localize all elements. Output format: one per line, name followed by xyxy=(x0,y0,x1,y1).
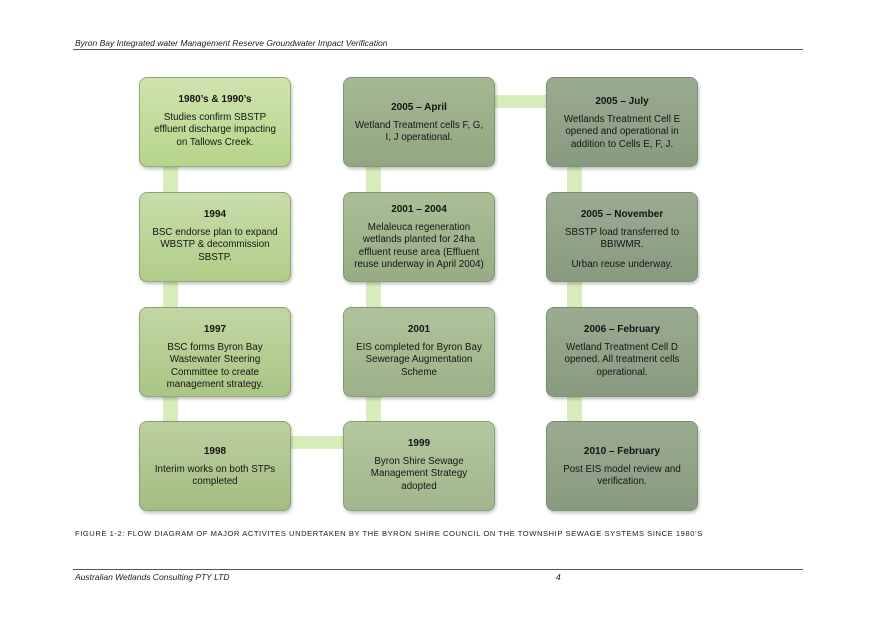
figure-caption: FIGURE 1-2: FLOW DIAGRAM OF MAJOR ACTIVI… xyxy=(75,529,703,538)
box-title: 2005 – July xyxy=(595,96,649,107)
timeline-box-1980s-1990s: 1980’s & 1990’s Studies confirm SBSTP ef… xyxy=(139,77,291,167)
box-text: Studies confirm SBSTP effluent discharge… xyxy=(154,111,276,148)
box-title: 1997 xyxy=(203,324,227,335)
timeline-box-1997: 1997 BSC forms Byron Bay Wastewater Stee… xyxy=(139,307,291,397)
header-rule xyxy=(73,49,803,50)
box-text: Byron Shire Sewage Management Strategy a… xyxy=(370,455,468,492)
box-text: Wetlands Treatment Cell E opened and ope… xyxy=(563,113,681,150)
timeline-box-1994: 1994 BSC endorse plan to expand WBSTP & … xyxy=(139,192,291,282)
box-title: 1999 xyxy=(407,438,431,449)
box-text: BSC forms Byron Bay Wastewater Steering … xyxy=(166,341,264,391)
box-text-secondary: Urban reuse underway. xyxy=(571,258,673,270)
box-title: 2001 – 2004 xyxy=(391,204,447,215)
box-title: 2006 – February xyxy=(583,324,661,335)
box-text: Melaleuca regeneration wetlands planted … xyxy=(354,221,484,271)
timeline-box-2001-2004: 2001 – 2004 Melaleuca regeneration wetla… xyxy=(343,192,495,282)
timeline-box-2005-april: 2005 – April Wetland Treatment cells F, … xyxy=(343,77,495,167)
box-title: 1994 xyxy=(203,209,227,220)
page-header-title: Byron Bay Integrated water Management Re… xyxy=(75,38,388,48)
box-text: EIS completed for Byron Bay Sewerage Aug… xyxy=(356,341,482,378)
box-text: Wetland Treatment Cell D opened. All tre… xyxy=(564,341,680,378)
box-title: 2005 – April xyxy=(391,102,447,113)
footer-rule xyxy=(73,569,803,570)
footer-company: Australian Wetlands Consulting PTY LTD xyxy=(75,572,230,582)
box-text: BSC endorse plan to expand WBSTP & decom… xyxy=(152,226,278,263)
box-title: 2005 – November xyxy=(580,209,664,220)
timeline-box-1999: 1999 Byron Shire Sewage Management Strat… xyxy=(343,421,495,511)
box-title: 2010 – February xyxy=(583,446,661,457)
box-text: Wetland Treatment cells F, G, I, J opera… xyxy=(354,119,484,144)
box-text: Post EIS model review and verification. xyxy=(563,463,681,488)
box-title: 1998 xyxy=(203,446,227,457)
timeline-box-2010-february: 2010 – February Post EIS model review an… xyxy=(546,421,698,511)
timeline-box-2005-july: 2005 – July Wetlands Treatment Cell E op… xyxy=(546,77,698,167)
timeline-box-2006-february: 2006 – February Wetland Treatment Cell D… xyxy=(546,307,698,397)
box-title: 1980’s & 1990’s xyxy=(178,94,252,105)
timeline-box-1998: 1998 Interim works on both STPs complete… xyxy=(139,421,291,511)
box-text: SBSTP load transferred to BBIWMR. xyxy=(564,226,680,251)
page-number: 4 xyxy=(556,572,561,582)
box-text: Interim works on both STPs completed xyxy=(154,463,276,488)
box-title: 2001 xyxy=(407,324,431,335)
timeline-box-2001: 2001 EIS completed for Byron Bay Sewerag… xyxy=(343,307,495,397)
timeline-box-2005-november: 2005 – November SBSTP load transferred t… xyxy=(546,192,698,282)
